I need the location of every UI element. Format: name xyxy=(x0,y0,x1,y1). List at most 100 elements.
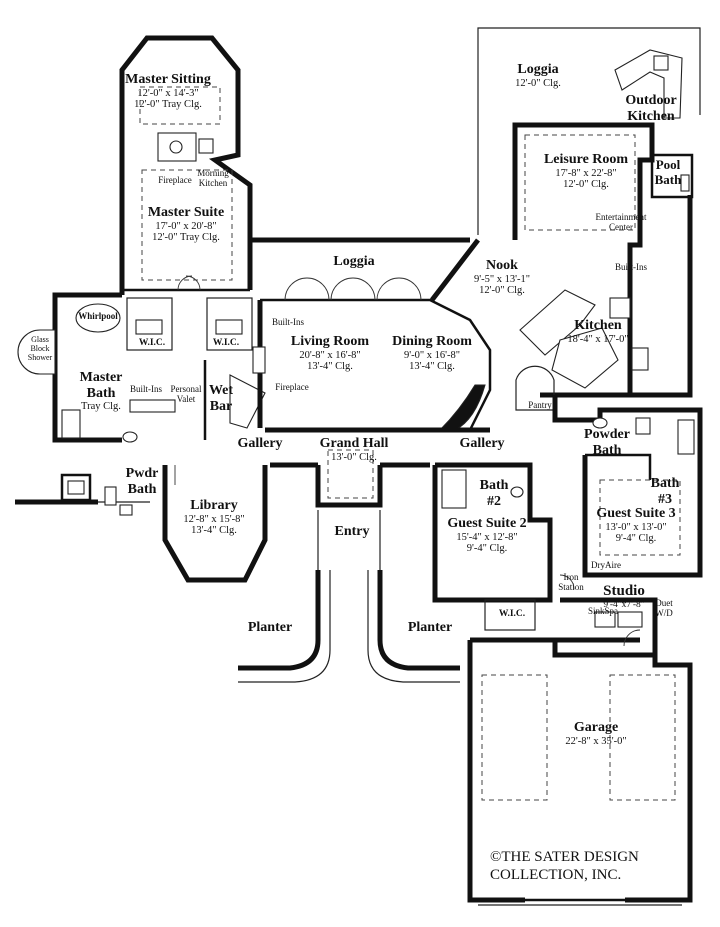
master-bath-line2: Bath xyxy=(86,385,116,401)
master-sitting-ceiling: 12'-0" Tray Clg. xyxy=(134,99,202,111)
leisure-room-name: Leisure Room xyxy=(543,152,629,167)
living-room-name: Living Room xyxy=(290,334,370,349)
wet-bar-line2: Bar xyxy=(209,398,233,414)
library-name: Library xyxy=(190,498,238,513)
built-ins-left-note: Built-Ins xyxy=(129,384,163,394)
outdoor-kitchen-label: Outdoor Kitchen xyxy=(625,93,676,124)
guest-suite-3-ceiling: 9'-4" Clg. xyxy=(615,533,657,545)
studio-dims: 9'-4"x7'-8" xyxy=(603,599,645,610)
bath3-line1: Bath xyxy=(650,476,680,491)
living-dining-walls xyxy=(250,237,492,433)
studio-name: Studio xyxy=(603,583,645,599)
nook-ceiling: 12'-0" Clg. xyxy=(479,285,525,297)
garage-walls xyxy=(467,637,693,906)
bath3-label: Bath #3 xyxy=(651,476,680,507)
loggia-top-name: Loggia xyxy=(517,62,559,77)
master-sitting-label: Master Sitting 12'-0" x 14'-3" 12'-0" Tr… xyxy=(125,72,211,111)
pwdr-bath-label: Pwdr Bath xyxy=(126,466,159,497)
entry-name: Entry xyxy=(334,524,370,539)
wic-guest-label: W.I.C. xyxy=(498,609,526,619)
planter-left-name: Planter xyxy=(247,620,293,635)
iron-station-line2: Station xyxy=(558,582,584,593)
morning-kitchen-note: Morning Kitchen xyxy=(197,168,229,188)
leisure-room-dims: 17'-8" x 22'-8" xyxy=(555,167,617,179)
master-bath-label: Master Bath Tray Clg. xyxy=(80,370,123,413)
garage-name: Garage xyxy=(573,720,619,735)
glass-block-line2: Block xyxy=(30,343,50,353)
grand-hall-ceiling: 13'-0" Clg. xyxy=(331,451,377,463)
morning-kitchen-line1: Morning xyxy=(197,168,229,178)
master-suite-dims: 17'-0" x 20'-8" xyxy=(155,220,217,232)
planter-right-name: Planter xyxy=(407,620,453,635)
master-bath-ceiling: Tray Clg. xyxy=(81,401,121,413)
planter-right-label: Planter xyxy=(408,620,452,636)
entertainment-line2: Center xyxy=(608,222,633,233)
loggia-top-ceiling: 12'-0" Clg. xyxy=(515,77,561,89)
morning-kitchen-line2: Kitchen xyxy=(198,178,228,189)
entertainment-center-note: Entertainment Center xyxy=(596,212,647,232)
copyright-line2: COLLECTION, INC. xyxy=(490,867,622,883)
wet-bar-label: Wet Bar xyxy=(209,383,233,414)
gallery-left-label: Gallery xyxy=(237,436,282,452)
pwdr-bath-line1: Pwdr xyxy=(125,466,159,481)
guest-suite-3-label: Guest Suite 3 13'-0" x 13'-0" 9'-4" Clg. xyxy=(596,506,675,545)
kitchen-dims: 18'-4" x 17'-0" xyxy=(567,333,629,345)
guest-suite-2-name: Guest Suite 2 xyxy=(447,516,527,531)
door-swings xyxy=(177,275,641,647)
gallery-left-name: Gallery xyxy=(237,436,283,451)
master-bath-line1: Master xyxy=(79,370,123,385)
master-sitting-dims: 12'-0" x 14'-3" xyxy=(137,87,199,99)
duet-line2: W/D xyxy=(655,608,673,619)
pwdr-bath-line2: Bath xyxy=(127,481,157,497)
personal-valet-note: Personal Valet xyxy=(171,384,202,404)
guest-suite-2-label: Guest Suite 2 15'-4" x 12'-8" 9'-4" Clg. xyxy=(447,516,526,555)
dining-room-dims: 9'-0" x 16'-8" xyxy=(403,349,461,361)
gallery-right-label: Gallery xyxy=(459,436,504,452)
living-room-dims: 20'-8" x 16'-8" xyxy=(299,349,361,361)
leisure-room-label: Leisure Room 17'-8" x 22'-8" 12'-0" Clg. xyxy=(544,152,628,191)
living-room-ceiling: 13'-4" Clg. xyxy=(307,361,353,373)
guest-suite-3-name: Guest Suite 3 xyxy=(596,506,676,521)
garage-label: Garage 22'-8" x 35'-0" xyxy=(565,720,626,747)
fireplace-top-note: Fireplace xyxy=(158,175,192,185)
whirlpool-note: Whirlpool xyxy=(78,311,118,321)
glass-block-shower-note: Glass Block Shower xyxy=(28,335,52,363)
pool-bath-line1: Pool xyxy=(655,157,681,172)
powder-bath-label: Powder Bath xyxy=(584,427,630,458)
guest-suite-3-walls xyxy=(552,395,703,578)
powder-bath-line2: Bath xyxy=(592,442,622,458)
outdoor-kitchen-line1: Outdoor xyxy=(625,93,677,108)
nook-dims: 9'-5" x 13'-1" xyxy=(473,273,531,285)
bath3-line2: #3 xyxy=(657,491,672,507)
bath2-label: Bath #2 xyxy=(480,478,509,509)
dryaire-note: DryAire xyxy=(591,560,621,570)
master-bath-walls xyxy=(15,292,266,516)
loggia-mid-label: Loggia xyxy=(333,254,374,270)
pantry-note: Pantry xyxy=(528,400,552,410)
outdoor-kitchen-line2: Kitchen xyxy=(627,108,675,124)
master-suite-label: Master Suite 17'-0" x 20'-8" 12'-0" Tray… xyxy=(148,205,224,244)
studio-walls xyxy=(555,597,658,655)
gallery-right-name: Gallery xyxy=(459,436,505,451)
guest-suite-3-dims: 13'-0" x 13'-0" xyxy=(605,521,667,533)
master-sitting-name: Master Sitting xyxy=(125,72,211,87)
planter-walks xyxy=(238,570,460,683)
entry-walls xyxy=(270,449,430,570)
living-room-label: Living Room 20'-8" x 16'-8" 13'-4" Clg. xyxy=(291,334,369,373)
copyright-notice: ©THE SATER DESIGN COLLECTION, INC. xyxy=(490,848,639,884)
nook-label: Nook 9'-5" x 13'-1" 12'-0" Clg. xyxy=(474,258,530,297)
leisure-kitchen-walls xyxy=(430,27,701,411)
guest-suite-2-walls xyxy=(432,462,553,631)
garage-dims: 22'-8" x 35'-0" xyxy=(565,735,627,747)
library-walls xyxy=(162,465,268,583)
leisure-room-ceiling: 12'-0" Clg. xyxy=(563,179,609,191)
bath2-line2: #2 xyxy=(486,493,501,509)
grand-hall-name: Grand Hall xyxy=(319,436,389,451)
pool-bath-line2: Bath xyxy=(654,171,682,187)
built-ins-kitchen-note: Built-Ins xyxy=(614,262,648,272)
iron-station-line1: Iron xyxy=(563,572,579,582)
kitchen-label: Kitchen 18'-4" x 17'-0" xyxy=(567,318,628,345)
pool-bath-label: Pool Bath xyxy=(654,157,682,187)
wet-bar-line1: Wet xyxy=(208,383,234,398)
